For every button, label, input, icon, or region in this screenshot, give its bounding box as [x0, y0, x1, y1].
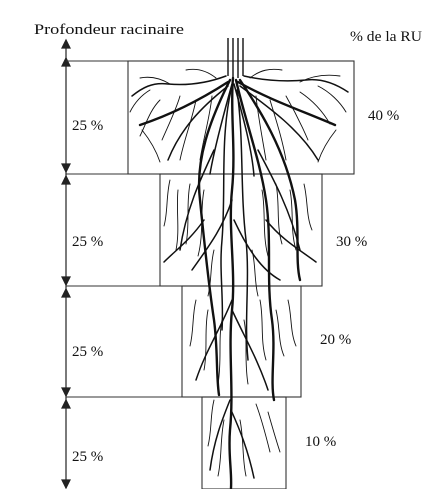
depth-axis-arrow-top [62, 40, 70, 48]
zone-3-arrow-top [62, 289, 70, 297]
layer-box-3 [182, 286, 301, 397]
zone-2-depth-label: 25 % [72, 234, 103, 250]
zone-2-arrow-bottom [62, 277, 70, 285]
zone-4-depth-label: 25 % [72, 449, 103, 465]
zone-1-depth-label: 25 % [72, 118, 103, 134]
depth-axis [62, 40, 70, 488]
depth-axis-title: Profondeur racinaire [34, 22, 184, 38]
zone-2-arrow-top [62, 176, 70, 184]
zone-1-ru-label: 40 % [368, 108, 399, 124]
zone-3-arrow-bottom [62, 388, 70, 396]
plant-stem [228, 38, 243, 78]
zone-4-arrow-top [62, 400, 70, 408]
ru-axis-title: % de la RU [350, 29, 422, 45]
zone-2-ru-label: 30 % [336, 234, 367, 250]
zone-1-arrow-bottom [62, 164, 70, 172]
zone-3-ru-label: 20 % [320, 332, 351, 348]
zone-4-ru-label: 10 % [305, 434, 336, 450]
zone-4-arrow-bottom [62, 480, 70, 488]
zone-3-depth-label: 25 % [72, 344, 103, 360]
zone-1-arrow-top [62, 58, 70, 66]
root-system [130, 69, 348, 488]
